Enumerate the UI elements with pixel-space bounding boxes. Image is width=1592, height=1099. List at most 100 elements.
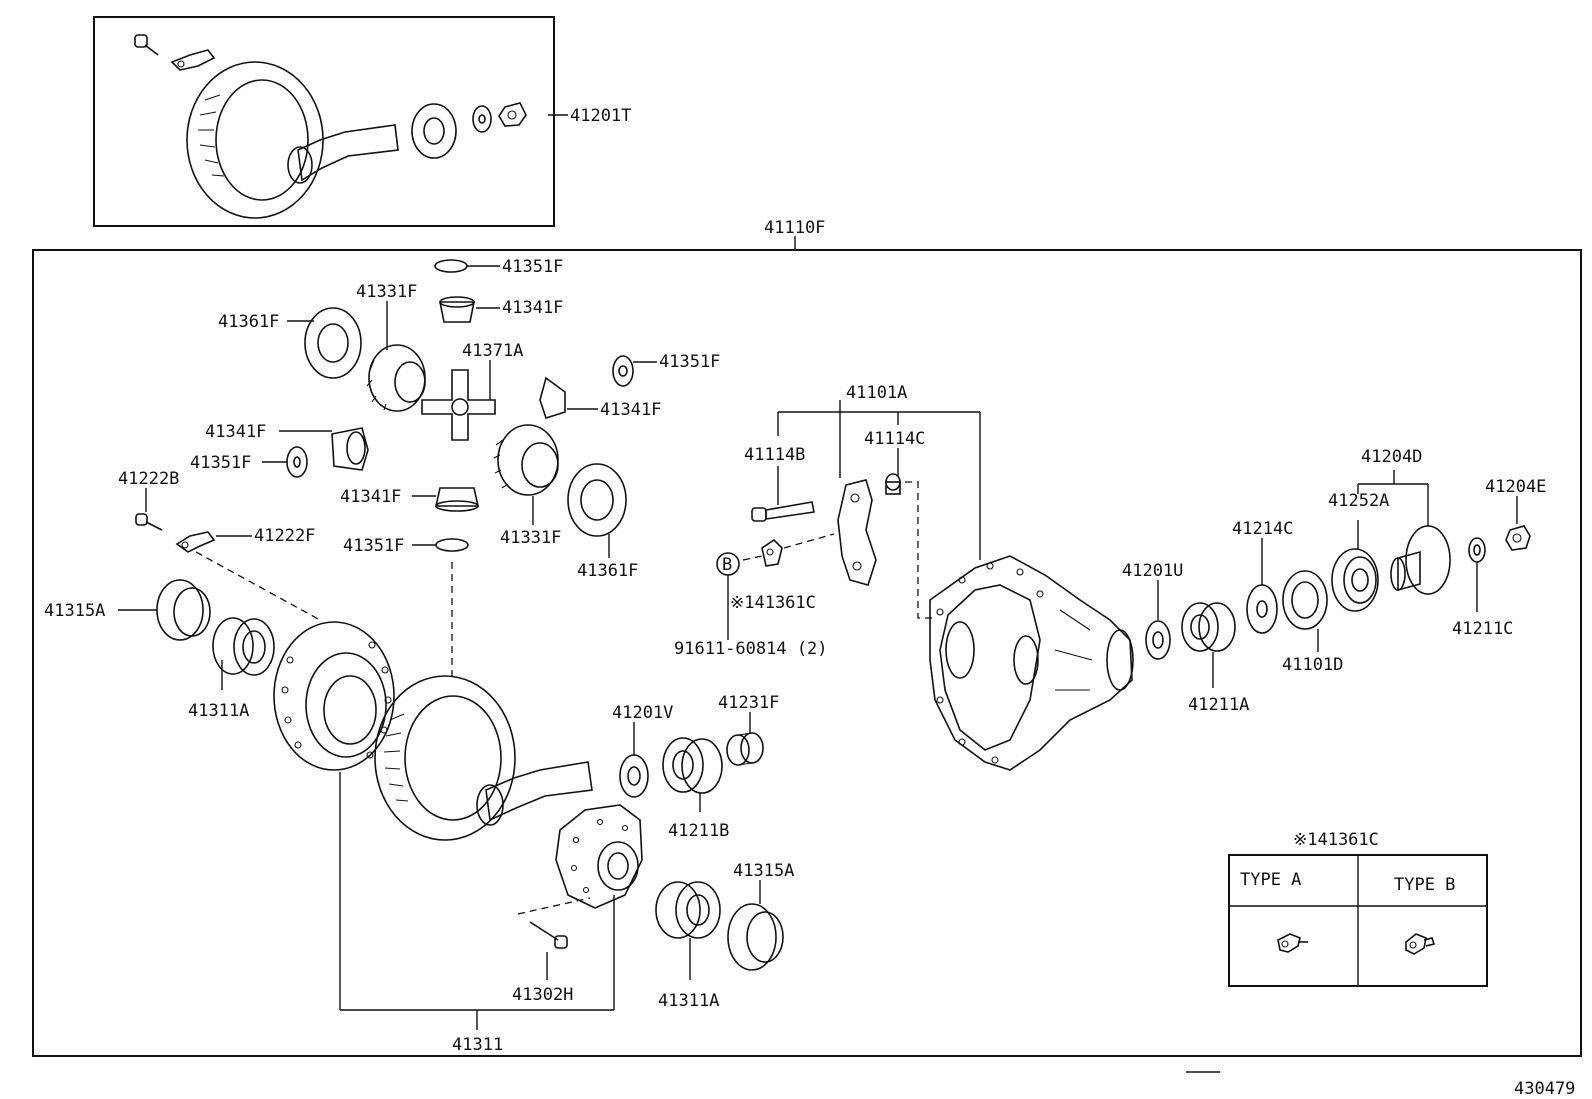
drawing-number: 430479 xyxy=(1514,1079,1575,1099)
bearing-spacer: 41231F xyxy=(718,693,779,766)
differential-carrier-housing xyxy=(929,555,1134,771)
companion-flange: 41204D xyxy=(1357,447,1451,595)
type-b-circle-letter: B xyxy=(722,555,732,575)
part-label-41351F-bottom: 41351F xyxy=(343,536,404,556)
part-label-41101D: 41101D xyxy=(1282,655,1343,675)
type-b-header: TYPE B xyxy=(1394,875,1455,895)
part-label-41211B: 41211B xyxy=(668,821,729,841)
pinion-washer: 41214C xyxy=(1232,519,1293,634)
differential-case-bearing-left: 41311A xyxy=(188,617,275,721)
part-label-41114C: 41114C xyxy=(864,429,925,449)
pinion-rear-bearing: 41211A xyxy=(1181,602,1249,715)
kit-part-number: 41201T xyxy=(570,106,631,126)
part-label-41371A: 41371A xyxy=(462,341,523,361)
type-b-callout: B ※141361C 91611-60814 (2) xyxy=(674,552,828,659)
type-a-header: TYPE A xyxy=(1240,870,1301,890)
bearing-cap xyxy=(837,479,877,586)
bearing-cap-group-bracket: 41101A xyxy=(777,383,981,560)
part-label-41222B: 41222B xyxy=(118,469,179,489)
part-label-41204E: 41204E xyxy=(1485,477,1546,497)
part-label-41341F-top: 41341F xyxy=(502,298,563,318)
assembly-frame xyxy=(32,249,1582,1057)
part-label-41331F-b: 41331F xyxy=(500,528,561,548)
front-oil-seal: 41101D xyxy=(1282,570,1343,675)
type-b-lock-plate-icon xyxy=(1405,933,1436,955)
part-label-41341F-left: 41341F xyxy=(205,422,266,442)
part-label-41211A: 41211A xyxy=(1188,695,1249,715)
part-label-41222F: 41222F xyxy=(254,526,315,546)
pinion-front-bearing: 41211B xyxy=(662,737,729,841)
case-assembly-bracket: 41311 xyxy=(339,772,614,1055)
adjusting-nut-lock-bolt: 41222B xyxy=(118,469,179,531)
part-label-41341F-right: 41341F xyxy=(600,400,661,420)
assembly-part-number: 41110F xyxy=(764,218,825,238)
kit-bearing-icon xyxy=(411,103,457,159)
differential-case xyxy=(555,804,643,1010)
side-gear-b: 41331F xyxy=(493,424,561,548)
differential-bearing-adjusting-nut-left: 41315A xyxy=(44,579,211,641)
part-label-41311: 41311 xyxy=(452,1035,503,1055)
kit-bolt-icon xyxy=(134,34,159,56)
ring-gear-set-bolt: 41302H xyxy=(512,897,591,1005)
pinion-shaft-spider: 41371A xyxy=(421,341,523,441)
pinion-gear-bottom: 41341F xyxy=(340,487,479,512)
part-label-41351F-top: 41351F xyxy=(502,257,563,277)
bearing-cap-bolt: 41114B xyxy=(744,445,815,522)
pinion-thrust-washer-top: 41351F xyxy=(434,257,563,277)
flange-washer: 41211C xyxy=(1452,537,1513,639)
part-label-41315A-left: 41315A xyxy=(44,601,105,621)
differential-bearing-adjusting-nut-right: 41315A xyxy=(727,861,794,971)
pinion-thrust-washer-left: 41351F xyxy=(190,446,308,478)
side-gear-a: 41331F xyxy=(356,282,426,412)
ring-pinion-kit-box: 41201T xyxy=(93,16,631,227)
part-label-41204D: 41204D xyxy=(1361,447,1422,467)
part-label-41211C: 41211C xyxy=(1452,619,1513,639)
part-label-141361C: ※141361C xyxy=(730,593,816,613)
kit-nut-icon xyxy=(498,102,527,127)
bearing-cap-dowel: 41114C xyxy=(864,429,935,619)
kit-washer-icon xyxy=(472,105,492,133)
adjusting-nut-lock: 41222F xyxy=(175,526,321,621)
pinion-thrust-washer-right: 41351F xyxy=(612,352,720,387)
part-label-41361F-a: 41361F xyxy=(218,312,279,332)
pinion-gear-right: 41341F xyxy=(539,376,661,420)
part-label-41302H: 41302H xyxy=(512,985,573,1005)
kit-drive-pinion-icon xyxy=(287,124,399,184)
pinion-oil-slinger: 41201V xyxy=(612,703,673,798)
pinion-gear-top: 41341F xyxy=(439,296,563,323)
pinion-gear-left: 41341F xyxy=(205,422,369,471)
part-label-41252A: 41252A xyxy=(1328,491,1389,511)
flange-nut: 41204E xyxy=(1485,477,1546,551)
part-label-41311A-right: 41311A xyxy=(658,991,719,1011)
part-label-41214C: 41214C xyxy=(1232,519,1293,539)
part-label-41201V: 41201V xyxy=(612,703,673,723)
type-a-lock-plate-icon xyxy=(1277,933,1308,953)
drive-pinion xyxy=(476,761,593,826)
kit-ring-gear-icon xyxy=(186,61,324,219)
differential-case-flange xyxy=(273,621,395,771)
side-gear-thrust-washer-a: 41361F xyxy=(218,307,362,379)
side-gear-thrust-washer-b: 41361F xyxy=(567,463,638,581)
part-label-41231F: 41231F xyxy=(718,693,779,713)
part-label-41114B: 41114B xyxy=(744,445,805,465)
companion-flange-dust-deflector: 41252A xyxy=(1328,491,1389,612)
differential-case-bearing-right: 41311A xyxy=(655,881,721,1011)
part-label-41201U: 41201U xyxy=(1122,561,1183,581)
pinion-oil-seal-slinger-rear: 41201U xyxy=(1122,561,1183,660)
pinion-thrust-washer-bottom: 41351F xyxy=(343,536,469,678)
bolt-spec-label: 91611-60814 (2) xyxy=(674,639,828,659)
cap-lock-plate xyxy=(742,533,835,567)
part-label-41101A: 41101A xyxy=(846,383,907,403)
part-label-41351F-left: 41351F xyxy=(190,453,251,473)
ring-gear xyxy=(374,675,516,841)
part-label-41361F-b: 41361F xyxy=(577,561,638,581)
part-label-41311A-left: 41311A xyxy=(188,701,249,721)
part-label-41351F-right: 41351F xyxy=(659,352,720,372)
type-table-title: ※141361C xyxy=(1293,830,1379,850)
part-label-41315A-right: 41315A xyxy=(733,861,794,881)
kit-lock-plate-icon xyxy=(170,49,216,71)
part-label-41341F-bottom: 41341F xyxy=(340,487,401,507)
part-label-41331F-a: 41331F xyxy=(356,282,417,302)
lock-plate-type-table: ※141361C TYPE A TYPE B xyxy=(1228,830,1488,987)
